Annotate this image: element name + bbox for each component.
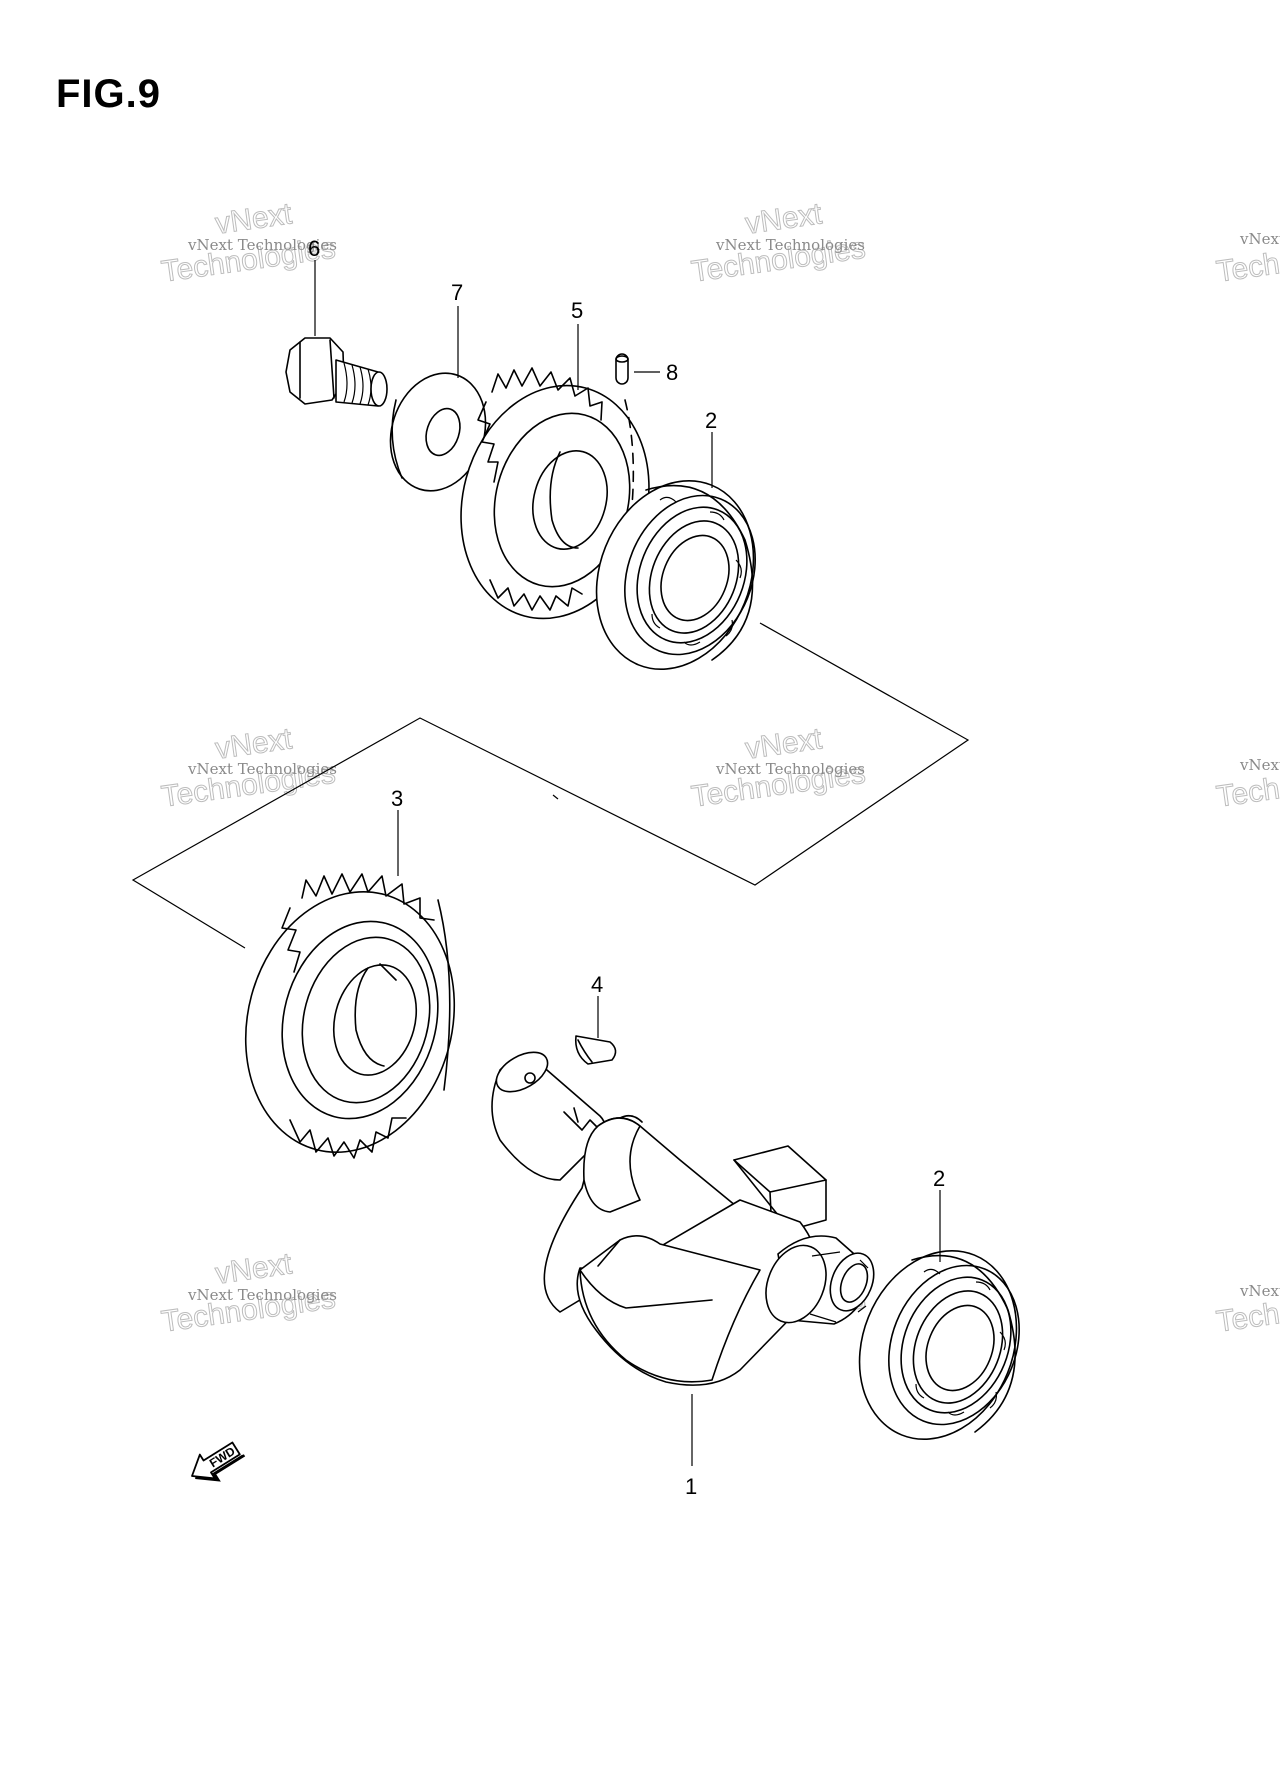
watermark-text: vNext Technologies <box>187 1286 337 1304</box>
part-balancer-shaft <box>491 1051 875 1386</box>
part-washer <box>389 372 487 492</box>
watermark-text: vNext Technologies <box>715 760 865 778</box>
part-drive-gear <box>244 873 456 1159</box>
callout-labels: 6 7 5 8 2 3 4 2 1 <box>308 236 945 1499</box>
part-pin <box>615 353 629 385</box>
watermark-text: vNext Technologies <box>187 236 337 254</box>
callout-bolt: 6 <box>308 236 320 261</box>
part-key <box>574 1035 617 1065</box>
watermark-text: vNext Technologies <box>1239 1282 1280 1300</box>
callout-drive-gear: 3 <box>391 786 403 811</box>
callout-leaders <box>314 260 941 1466</box>
callout-bearing-lower: 2 <box>933 1166 945 1191</box>
part-bearing-lower <box>858 1249 1020 1441</box>
watermark-text: vNext Technologies <box>1239 230 1280 248</box>
assembly-outline <box>131 622 970 949</box>
watermark-big-1: vNext <box>743 197 824 240</box>
callout-key: 4 <box>591 972 603 997</box>
callout-washer: 7 <box>451 280 463 305</box>
callout-pin: 8 <box>666 360 678 385</box>
watermark-text: vNext Technologies <box>187 760 337 778</box>
part-bolt <box>285 337 388 407</box>
watermark-big-1: vNext <box>213 1247 294 1290</box>
watermark-group: vNext Technologies vNext Technologies vN… <box>159 197 1280 1339</box>
callout-bearing-upper: 2 <box>705 408 717 433</box>
part-bearing-upper <box>595 479 756 671</box>
watermark-big-1: vNext <box>213 197 294 240</box>
callout-driven-gear: 5 <box>571 298 583 323</box>
watermark-text: vNext Technologies <box>1239 756 1280 774</box>
callout-balancer-shaft: 1 <box>685 1474 697 1499</box>
figure-title: FIG.9 <box>56 72 162 116</box>
watermark-text: vNext Technologies <box>715 236 865 254</box>
fwd-arrow-icon: FWD <box>191 1441 246 1482</box>
